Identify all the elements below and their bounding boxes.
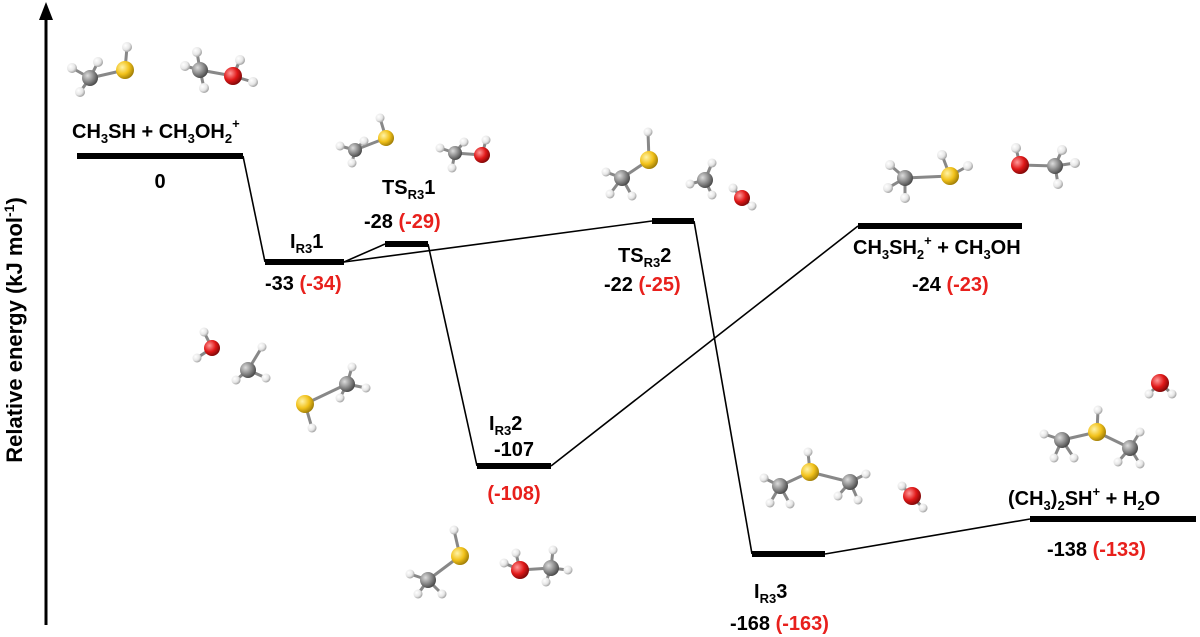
molecule-ch3sh-reactant <box>67 42 134 97</box>
ir2-name: IR32 <box>489 413 522 438</box>
molecule-ir3-water <box>897 481 928 513</box>
ts1-value: -28 (-29) <box>364 211 441 233</box>
energy-levels <box>77 153 1196 557</box>
molecule-ch3-2-sh <box>1039 405 1145 469</box>
molecule-ir1-ch3 <box>231 342 271 385</box>
ir1-name: IR31 <box>290 231 323 256</box>
prod2-value: -138 (-133) <box>1047 539 1146 561</box>
reactants-label: CH3SH + CH3OH2+ <box>72 116 240 146</box>
ir3-value: -168 (-163) <box>730 613 829 635</box>
molecule-ir3-ch3-2-sh <box>759 447 871 509</box>
molecule-ts2-water <box>728 183 757 211</box>
molecule-ch3oh <box>1011 143 1080 189</box>
ir1-value: -33 (-34) <box>265 273 342 295</box>
molecule-ir2-ch3oh2 <box>499 545 573 587</box>
molecule-ts1-ch3sh <box>335 113 394 168</box>
molecule-prod2-water <box>1144 374 1177 399</box>
y-axis-title: Relative energy (kJ mol-1) <box>1 197 27 463</box>
prod2-label: (CH3)2SH+ + H2O <box>1008 484 1160 513</box>
ts1-name: TSR31 <box>382 177 435 202</box>
molecule-ch3oh2-reactant <box>180 47 258 93</box>
labels: CH3SH + CH3OH2+ 0 IR31 -33 (-34) TSR31 -… <box>72 116 1160 635</box>
molecule-ts2-ch3sh <box>601 127 658 201</box>
connectors <box>242 155 1031 555</box>
molecule-ts2-ch3 <box>685 158 717 200</box>
ir2-value: -107 <box>494 439 534 461</box>
prod1-label: CH3SH2+ + CH3OH <box>853 233 1021 262</box>
molecule-ts1-ch3oh2 <box>435 135 491 173</box>
reactants-value: 0 <box>154 171 165 193</box>
molecule-ch3sh2 <box>883 150 973 203</box>
molecule-ir1-water <box>192 327 220 363</box>
ts2-value: -22 (-25) <box>604 274 681 296</box>
ts2-name: TSR32 <box>618 245 671 270</box>
molecule-illustrations <box>67 42 1177 599</box>
ir3-name: IR33 <box>754 581 787 606</box>
molecule-ir1-ch3sh <box>296 362 371 433</box>
y-axis-arrow <box>39 2 53 20</box>
prod1-value: -24 (-23) <box>912 274 989 296</box>
molecule-ir2-ch3sh <box>405 525 469 599</box>
ir2-value-alt: (-108) <box>487 483 540 505</box>
